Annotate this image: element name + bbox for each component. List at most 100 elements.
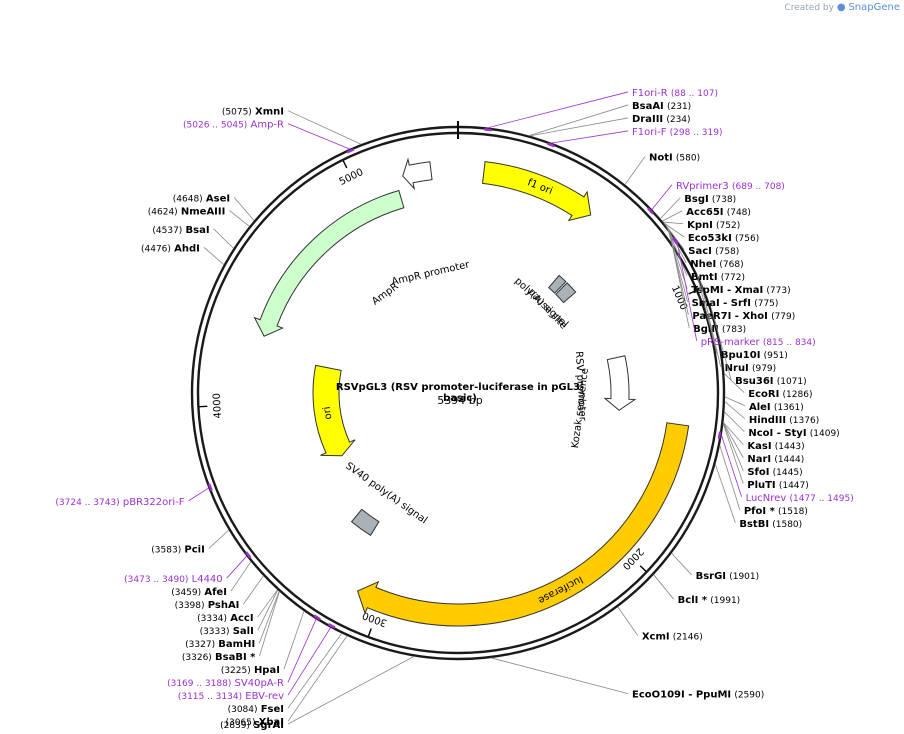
site-label: (5075) XmnI xyxy=(222,107,284,118)
credit-brand: SnapGene xyxy=(848,2,900,13)
leader-line xyxy=(651,184,673,210)
feature-pause-site xyxy=(555,282,577,304)
site-label: NotI (580) xyxy=(649,153,700,164)
tick-label: 4000 xyxy=(212,393,224,419)
leader-line xyxy=(287,633,342,709)
site-label: Acc65I (748) xyxy=(686,207,751,218)
leader-line xyxy=(724,401,746,420)
leader-line xyxy=(287,619,317,683)
feature-ampr xyxy=(253,189,405,337)
site-label: (4476) AhdI xyxy=(141,243,200,254)
leader-line xyxy=(233,197,255,221)
feature-ampr-promoter xyxy=(402,157,433,191)
tick-label: 5000 xyxy=(338,167,366,188)
feature-luciferase xyxy=(356,422,690,627)
site-label: (3334) AccI xyxy=(197,613,253,624)
leader-line xyxy=(676,239,698,341)
leader-line xyxy=(624,156,646,185)
feature-label: AmpR promoter xyxy=(391,259,472,288)
feature-label: RSV promoter xyxy=(573,351,588,422)
leader-line xyxy=(287,635,348,722)
site-label: NruI (979) xyxy=(725,363,777,374)
leader-line xyxy=(528,104,629,136)
site-label: Eco53kI (756) xyxy=(688,233,759,244)
leader-line xyxy=(663,222,685,238)
leader-line xyxy=(188,487,209,502)
site-label: XcmI (2146) xyxy=(642,632,703,643)
site-label: (3327) BamHI xyxy=(185,639,255,650)
leader-line xyxy=(722,423,744,484)
site-label: NcoI - StyI (1409) xyxy=(748,428,839,439)
site-label: LucNrev (1477 .. 1495) xyxy=(746,493,854,504)
site-label: SacI (758) xyxy=(688,246,739,257)
leader-line xyxy=(259,591,280,657)
leader-line xyxy=(208,529,230,549)
leader-line xyxy=(230,561,252,592)
leader-line xyxy=(663,221,684,225)
site-label: (3084) FseI xyxy=(228,704,284,715)
leader-line xyxy=(696,273,718,354)
site-label: NarI (1444) xyxy=(747,454,804,465)
feature-sv40-poly-a-signal xyxy=(350,508,380,536)
feature-label: AmpR xyxy=(370,281,401,308)
site-label: (3473 .. 3490) L4440 xyxy=(124,574,223,585)
leader-line xyxy=(551,130,629,144)
feature-rsv-promoter xyxy=(603,355,637,411)
leader-line xyxy=(226,555,247,579)
leader-line xyxy=(617,606,639,636)
tick-mark xyxy=(688,290,697,295)
site-label: (3326) BsaBI * xyxy=(182,652,256,663)
leader-line xyxy=(723,422,744,446)
leader-line xyxy=(721,435,742,497)
leader-line xyxy=(710,308,732,380)
leader-line xyxy=(653,574,674,600)
site-label: (4537) BsaI xyxy=(152,225,209,236)
leader-line xyxy=(488,91,629,129)
leader-line xyxy=(213,228,234,249)
leader-line xyxy=(662,210,683,222)
primer-mark xyxy=(484,128,492,132)
site-label: BmtI (772) xyxy=(691,272,745,283)
site-label: PfoI * (1518) xyxy=(744,506,808,517)
plasmid-name: RSVpGL3 (RSV promoter-luciferase in pGL3… xyxy=(335,382,585,404)
site-label: SmaI - SrfI (775) xyxy=(692,298,779,309)
leader-line xyxy=(287,656,415,725)
leader-line xyxy=(243,575,264,605)
site-label: TspMI - XmaI (773) xyxy=(691,285,790,296)
site-label: (3583) PciI xyxy=(151,544,205,555)
primer-mark xyxy=(327,623,336,629)
leader-line xyxy=(257,589,279,631)
site-label: BsgI (738) xyxy=(684,194,736,205)
feature-label: ori xyxy=(322,406,335,421)
feature-f1-ori xyxy=(481,161,592,222)
leader-line xyxy=(283,610,305,670)
snapgene-logo: ● xyxy=(836,2,846,13)
primer-mark xyxy=(547,142,555,148)
site-label: (3169 .. 3188) SV40pA-R xyxy=(167,678,284,689)
site-label: (2839) SgrAI xyxy=(220,720,284,731)
tick-mark xyxy=(639,565,647,572)
leader-line xyxy=(723,422,744,458)
leader-line xyxy=(659,197,681,220)
site-label: BsaAI (231) xyxy=(632,101,691,112)
primer-mark xyxy=(245,551,252,559)
leader-line xyxy=(700,281,722,367)
site-label: NheI (768) xyxy=(690,259,743,270)
leader-line xyxy=(724,411,745,433)
primer-mark xyxy=(207,483,213,492)
site-label: (3333) SalI xyxy=(200,626,254,637)
site-label: RVprimer3 (689 .. 708) xyxy=(676,181,785,192)
primer-mark xyxy=(647,207,654,215)
site-label: (3724 .. 3743) pBR322ori-F xyxy=(55,497,184,508)
leader-line xyxy=(668,229,690,328)
leader-line xyxy=(724,373,745,394)
site-label: (3065) XbaI xyxy=(226,717,284,728)
leader-line xyxy=(491,657,629,695)
site-label: pRS-marker (815 .. 834) xyxy=(701,337,816,348)
leader-line xyxy=(287,123,350,150)
site-label: KasI (1443) xyxy=(747,441,804,452)
leader-line xyxy=(714,464,736,523)
primer-mark xyxy=(313,614,321,621)
site-label: (4624) NmeAIII xyxy=(148,206,226,217)
